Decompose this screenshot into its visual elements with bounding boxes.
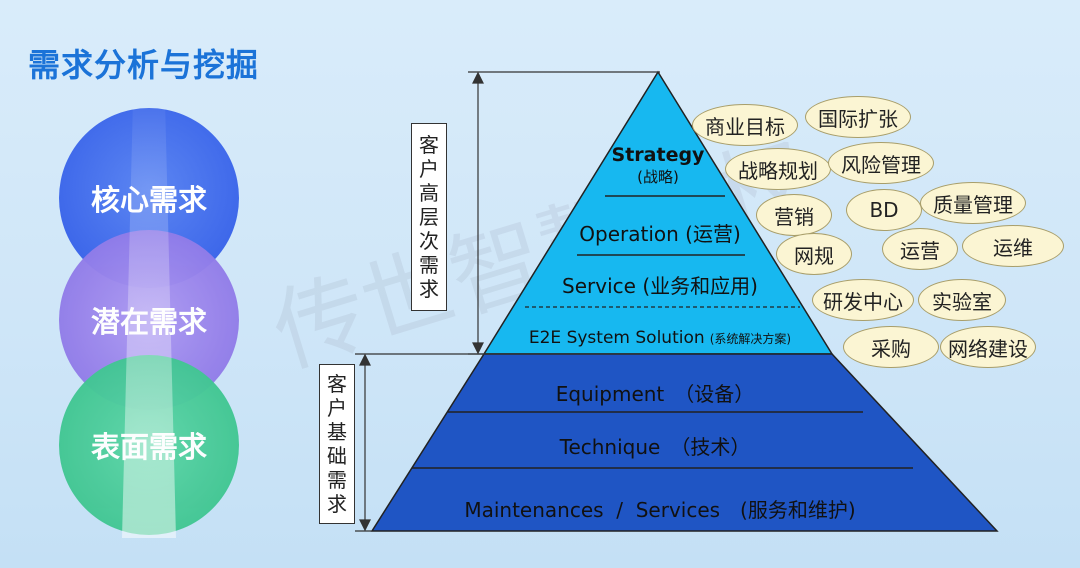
tag-risk-management: 风险管理 xyxy=(828,142,934,184)
label-char: 求 xyxy=(327,492,347,516)
tag-operations: 运营 xyxy=(882,228,958,270)
label-char: 基 xyxy=(327,420,347,444)
layer-service: Service (业务和应用) xyxy=(562,274,758,298)
circle-label: 潜在需求 xyxy=(90,305,207,339)
tag-rd-center: 研发中心 xyxy=(812,279,914,321)
layer-e2e-sub: (系统解决方案) xyxy=(709,332,792,346)
lower-bracket xyxy=(355,353,484,532)
label-char: 需 xyxy=(419,253,439,277)
label-basic-needs: 客 户 基 础 需 求 xyxy=(319,364,355,524)
layer-operation: Operation (运营) xyxy=(579,222,741,246)
tag-marketing: 营销 xyxy=(756,194,832,236)
page-title: 需求分析与挖掘 xyxy=(28,46,260,84)
circle-label: 核心需求 xyxy=(90,183,207,217)
upper-bracket xyxy=(468,71,660,355)
label-char: 础 xyxy=(327,444,347,468)
label-char: 客 xyxy=(327,372,347,396)
label-char: 需 xyxy=(327,468,347,492)
layer-technique: Technique （技术） xyxy=(559,435,751,459)
tag-international-expansion: 国际扩张 xyxy=(805,96,911,138)
tag-business-goal: 商业目标 xyxy=(692,104,798,146)
label-char: 户 xyxy=(419,157,439,181)
label-char: 户 xyxy=(327,396,347,420)
layer-e2e-main: E2E System Solution xyxy=(528,328,705,348)
label-char: 层 xyxy=(419,205,439,229)
label-char: 次 xyxy=(419,229,439,253)
layer-maintenance: Maintenances / Services (服务和维护) xyxy=(464,498,856,522)
tag-procurement: 采购 xyxy=(843,326,939,368)
label-char: 高 xyxy=(419,181,439,205)
tag-maintenance: 运维 xyxy=(962,225,1064,267)
layer-e2e-solution: E2E System Solution (系统解决方案) xyxy=(500,328,820,348)
label-char: 求 xyxy=(419,277,439,301)
tag-laboratory: 实验室 xyxy=(918,279,1006,321)
circle-label: 表面需求 xyxy=(90,430,207,464)
layer-strategy: Strategy (战略) xyxy=(598,144,718,187)
tag-network-construction: 网络建设 xyxy=(940,326,1036,368)
tag-bd: BD xyxy=(846,189,922,231)
tag-network-planning: 网规 xyxy=(776,233,852,275)
layer-equipment: Equipment （设备） xyxy=(555,382,755,406)
layer-strategy-sub: (战略) xyxy=(637,168,679,186)
label-char: 客 xyxy=(419,133,439,157)
label-high-level-needs: 客 户 高 层 次 需 求 xyxy=(411,123,447,311)
circle-surface-needs: 表面需求 xyxy=(59,355,239,535)
tag-quality-management: 质量管理 xyxy=(920,182,1026,224)
layer-strategy-main: Strategy xyxy=(611,144,705,166)
tag-strategic-planning: 战略规划 xyxy=(725,148,831,190)
pyramid-lower xyxy=(370,353,999,532)
